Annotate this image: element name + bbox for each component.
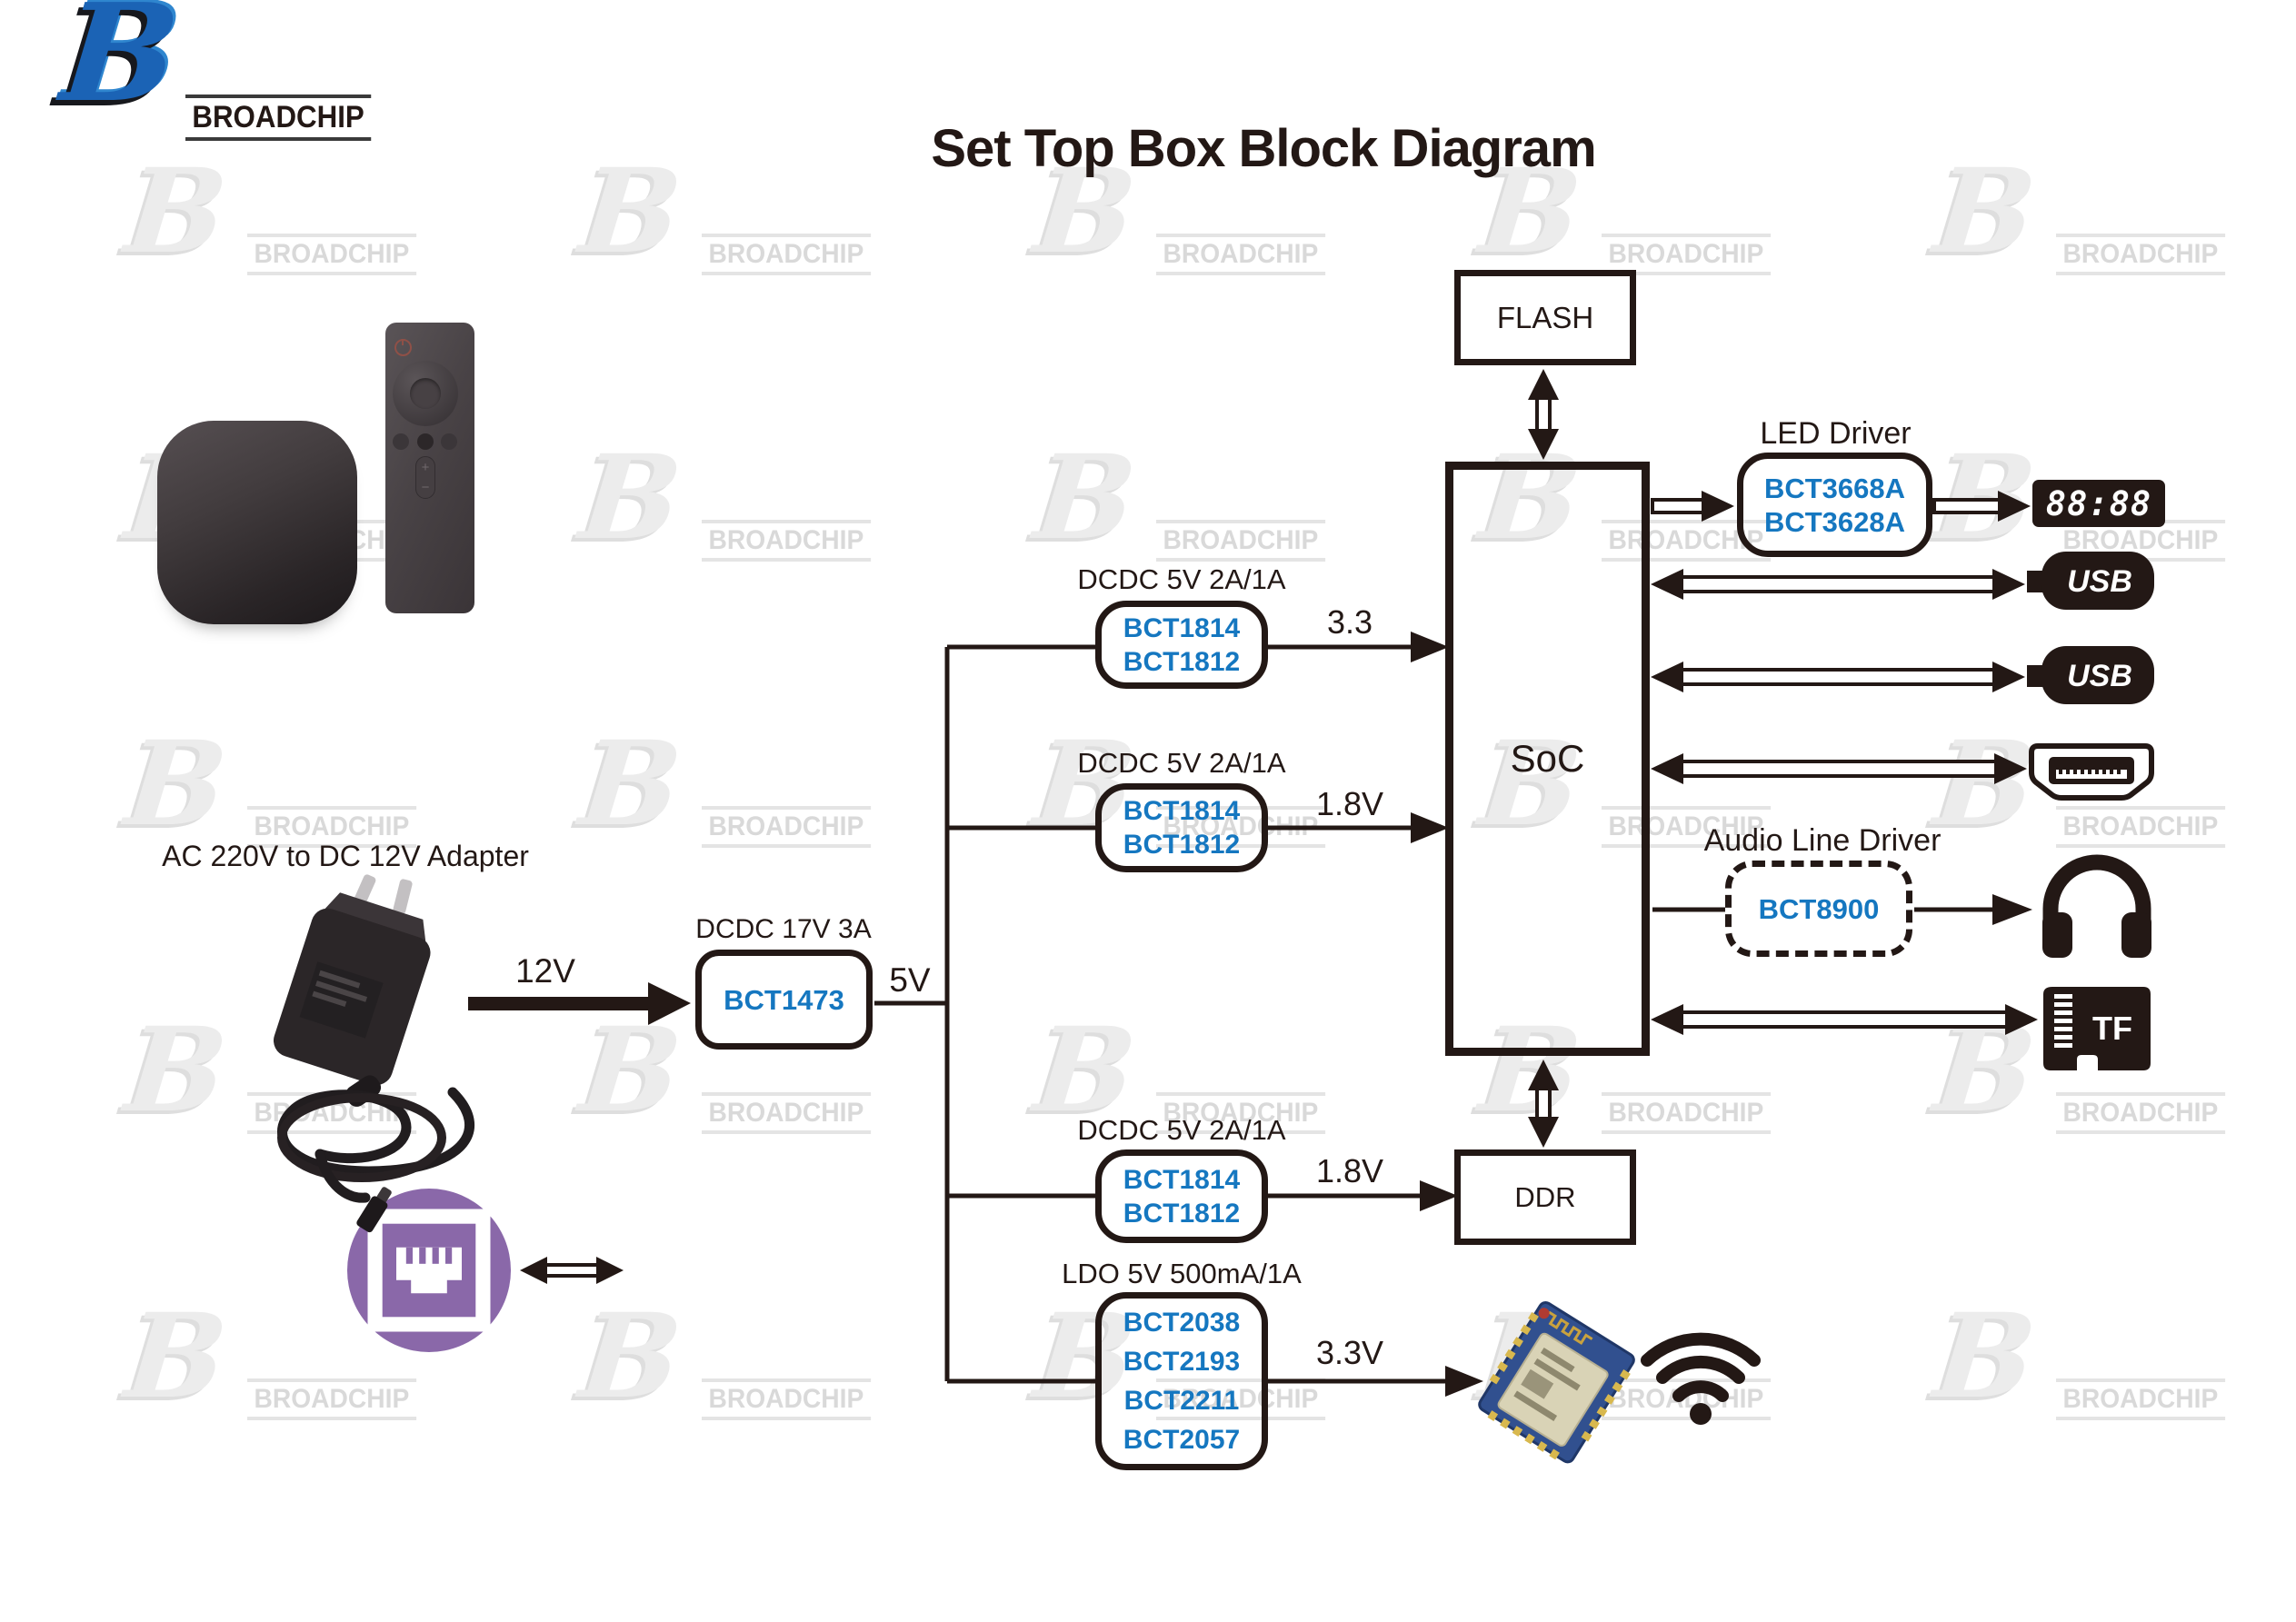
headphones-icon: [2042, 854, 2151, 958]
regulator2-label: DCDC 5V 2A/1A: [1077, 747, 1286, 779]
ethernet-port-icon: [367, 1209, 491, 1332]
block-ldo: BCT2038 BCT2193 BCT2211 BCT2057: [1095, 1292, 1268, 1470]
block-flash: FLASH: [1454, 270, 1636, 365]
arrow-12v: [468, 982, 691, 1025]
led-driver-part: BCT3668A: [1763, 472, 1906, 504]
power-rail-lines: [874, 644, 1994, 1384]
block-regulator1: BCT1814 BCT1812: [1095, 601, 1268, 689]
seven-segment-display-icon: 88:88: [2032, 480, 2165, 527]
regulator1-part: BCT1814: [1123, 612, 1241, 643]
regulator1-output: 3.3: [1326, 603, 1373, 641]
regulator1-label: DCDC 5V 2A/1A: [1077, 563, 1286, 595]
usb-icon: USB: [2027, 646, 2154, 704]
set-top-box-photo: [157, 421, 357, 624]
audio-driver-part: BCT8900: [1758, 892, 1880, 925]
seven-segment-digits: 88:88: [2045, 483, 2152, 523]
broadchip-logo-text: BROADCHIP: [185, 95, 372, 141]
led-driver-part: BCT3628A: [1763, 505, 1906, 538]
regulator1-part: BCT1812: [1123, 646, 1241, 677]
block-led-driver: BCT3668A BCT3628A: [1737, 453, 1932, 557]
flash-label: FLASH: [1496, 300, 1594, 334]
block-ddr: DDR: [1454, 1149, 1636, 1245]
remote-volume-down-glyph: −: [421, 480, 430, 495]
regulator2-part: BCT1814: [1123, 796, 1241, 826]
remote-dpad-icon: [393, 361, 458, 426]
remote-menu-button-icon: [441, 433, 457, 450]
regulator2-output: 1.8V: [1315, 785, 1384, 822]
block-regulator2: BCT1814 BCT1812: [1095, 783, 1268, 872]
usb-icon: USB: [2027, 552, 2154, 610]
bct1473-part: BCT1473: [724, 983, 844, 1016]
led-driver-label: LED Driver: [1760, 416, 1912, 451]
regulator2-part: BCT1812: [1123, 830, 1241, 860]
audio-driver-label: Audio Line Driver: [1703, 823, 1942, 858]
regulator3-part: BCT1814: [1123, 1164, 1241, 1195]
block-audio-driver: BCT8900: [1725, 861, 1912, 957]
regulator3-output: 1.8V: [1315, 1152, 1384, 1189]
arrowheads: [1411, 632, 2032, 1397]
dcdc-17v-label: DCDC 17V 3A: [695, 914, 872, 944]
block-regulator3: BCT1814 BCT1812: [1095, 1149, 1268, 1243]
ldo-part: BCT2211: [1123, 1386, 1240, 1416]
usb-label: USB: [2067, 659, 2132, 693]
voltage-5v: 5V: [889, 961, 931, 999]
ddr-label: DDR: [1514, 1180, 1576, 1213]
tf-card-icon: TF: [2043, 987, 2151, 1070]
bus-arrows: [520, 369, 2038, 1284]
remote-back-button-icon: [417, 433, 434, 450]
page-title: Set Top Box Block Diagram: [931, 119, 1596, 178]
regulator3-part: BCT1812: [1123, 1198, 1241, 1229]
remote-power-button-icon: [394, 339, 412, 356]
broadchip-logo: B BROADCHIP: [55, 0, 373, 147]
block-bct1473: BCT1473: [695, 950, 873, 1050]
voltage-12v: 12V: [515, 952, 575, 990]
wifi-icon: [1641, 1332, 1761, 1425]
tf-label: TF: [2092, 1010, 2132, 1047]
soc-label: SoC: [1510, 737, 1585, 780]
adapter-label: AC 220V to DC 12V Adapter: [162, 840, 529, 872]
wifi-module-photo: [1478, 1300, 1635, 1464]
block-soc: SoC: [1445, 462, 1650, 1056]
ldo-label: LDO 5V 500mA/1A: [1062, 1258, 1302, 1289]
regulator3-label: DCDC 5V 2A/1A: [1077, 1114, 1286, 1146]
remote-volume-up-glyph: +: [421, 460, 430, 475]
ldo-part: BCT2038: [1123, 1308, 1241, 1338]
remote-control-photo: + −: [385, 323, 474, 613]
remote-home-button-icon: [393, 433, 409, 450]
hdmi-icon: [2029, 743, 2154, 801]
ldo-output: 3.3V: [1315, 1334, 1384, 1371]
ldo-part: BCT2193: [1123, 1347, 1241, 1377]
ac-adapter-photo: [274, 874, 475, 1233]
remote-volume-rocker-icon: + −: [415, 456, 435, 499]
ldo-part: BCT2057: [1123, 1425, 1241, 1455]
broadchip-logo-icon: B: [55, 0, 186, 132]
usb-label: USB: [2067, 564, 2132, 599]
